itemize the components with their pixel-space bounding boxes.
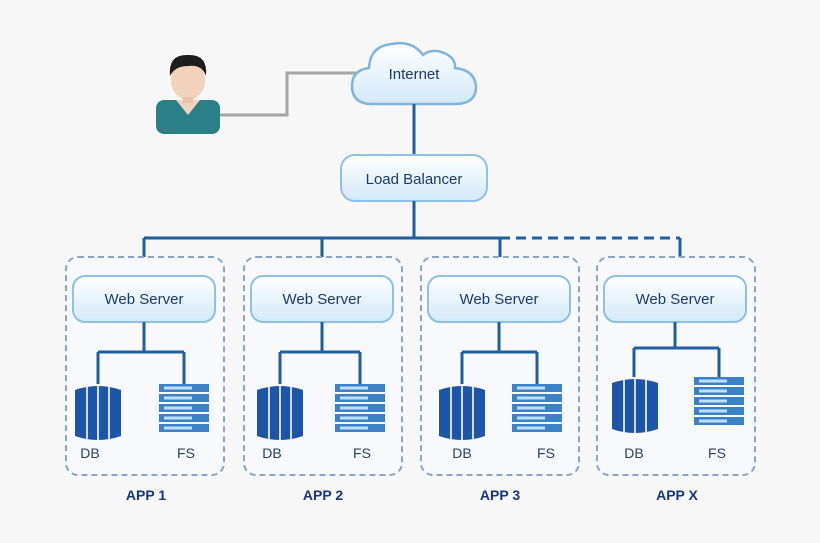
user-to-internet-line (220, 71, 356, 117)
app-group: Web Server DB FS APP 2 (243, 256, 403, 503)
database-icon (74, 385, 122, 441)
internet-node: Internet (350, 41, 478, 106)
file-server-icon (512, 384, 562, 432)
file-server-icon (694, 377, 744, 425)
file-server-icon (335, 384, 385, 432)
db-label: DB (624, 445, 643, 461)
load-balancer-label: Load Balancer (366, 171, 463, 188)
fs-label: FS (353, 445, 371, 461)
fs-label: FS (537, 445, 555, 461)
db-label: DB (262, 445, 281, 461)
app-label: APP 1 (126, 487, 166, 503)
web-server-label: Web Server (460, 291, 539, 308)
app-group: Web Server DB FS APP 3 (420, 256, 580, 503)
database-icon (438, 385, 486, 441)
cloud-icon (350, 41, 478, 106)
user-icon (156, 54, 220, 134)
db-label: DB (80, 445, 99, 461)
app-group: Web Server DB FS APP 1 (65, 256, 225, 503)
file-server-icon (159, 384, 209, 432)
app-label: APP 2 (303, 487, 343, 503)
app-label: APP X (656, 487, 698, 503)
web-server-label: Web Server (283, 291, 362, 308)
app-group: Web Server DB FS APP X (596, 256, 756, 503)
web-server-label: Web Server (636, 291, 715, 308)
load-balancer-node: Load Balancer (340, 154, 488, 202)
app-label: APP 3 (480, 487, 520, 503)
fs-label: FS (708, 445, 726, 461)
database-icon (611, 378, 659, 434)
internet-label: Internet (389, 66, 441, 83)
db-label: DB (452, 445, 471, 461)
fs-label: FS (177, 445, 195, 461)
web-server-label: Web Server (105, 291, 184, 308)
database-icon (256, 385, 304, 441)
